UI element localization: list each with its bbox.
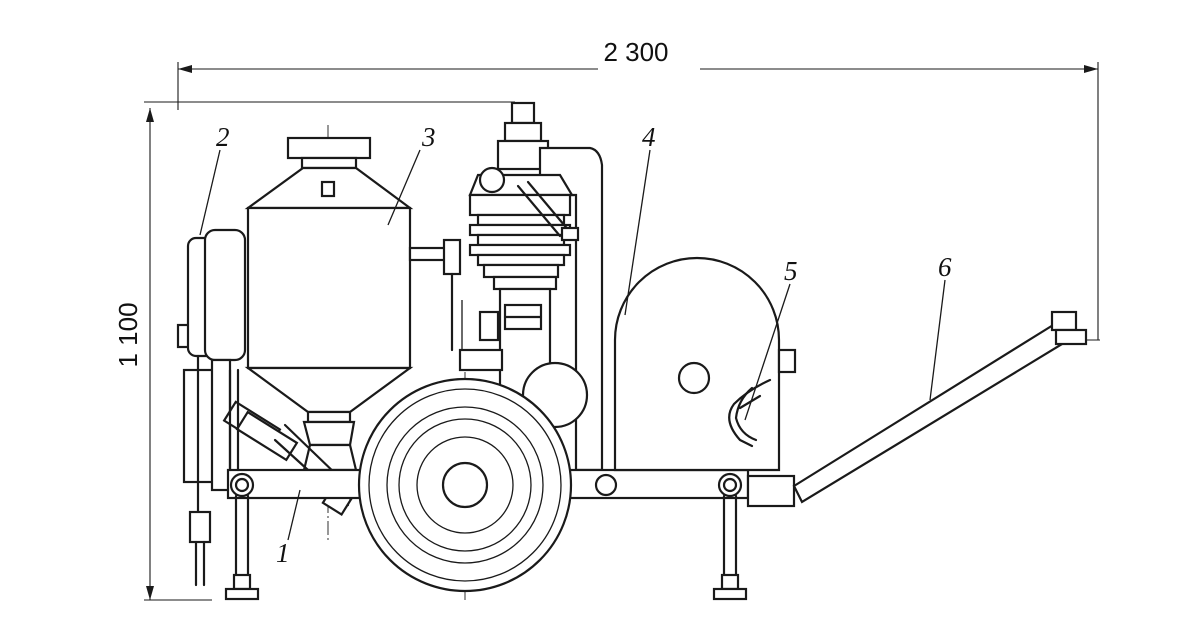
callout-4: 4 (642, 122, 656, 152)
part-3-hopper (244, 136, 462, 472)
pump-unit (458, 101, 604, 472)
callout-2: 2 (216, 122, 230, 152)
support-leg-right (712, 494, 748, 601)
main-wheel (357, 377, 573, 593)
callout-5: 5 (784, 256, 798, 286)
dimension-width: 2 300 (177, 37, 1100, 341)
dimension-width-label: 2 300 (603, 37, 668, 67)
callout-3: 3 (421, 122, 436, 152)
callout-leaders (199, 149, 946, 541)
dimension-height-label: 1 100 (113, 302, 143, 367)
frame-pins (229, 472, 743, 498)
part-4-drum (613, 256, 797, 472)
part-2-side-unit (176, 228, 247, 587)
dimension-height: 1 100 (113, 101, 515, 601)
support-leg-left (224, 494, 260, 601)
part-6-tow-bar (746, 310, 1088, 508)
callout-1: 1 (276, 538, 290, 568)
callout-6: 6 (938, 252, 952, 282)
